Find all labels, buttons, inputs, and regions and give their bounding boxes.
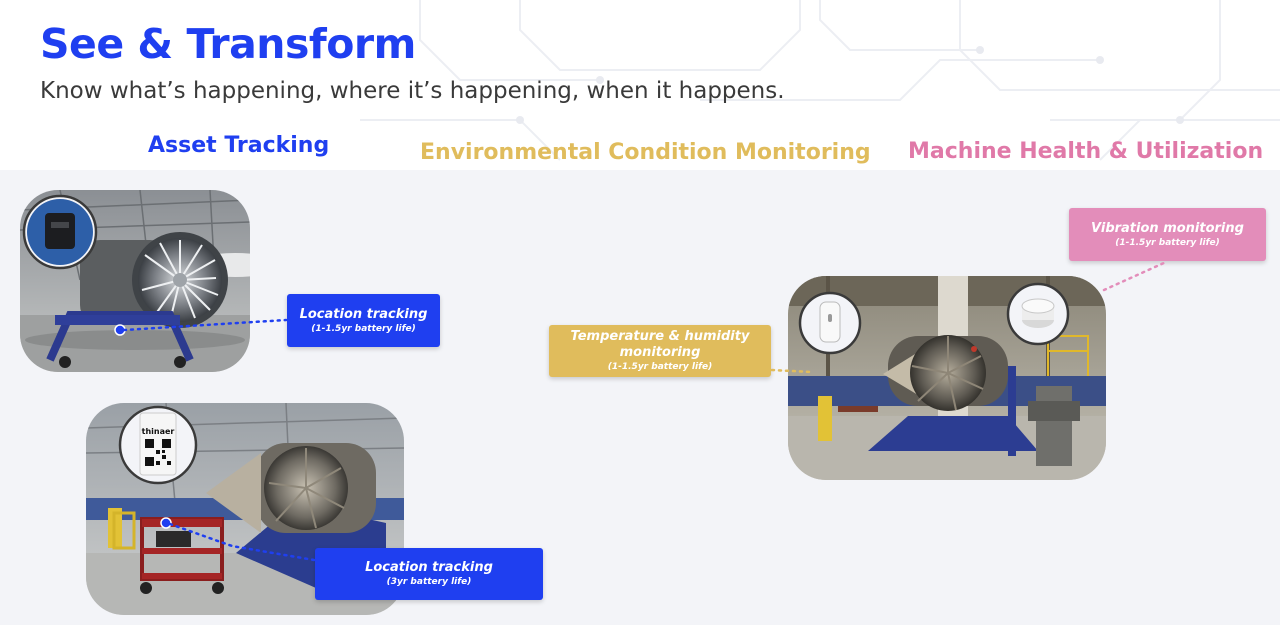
- callout-label: Temperature & humidity monitoring: [570, 329, 750, 360]
- callout-label: Location tracking: [365, 560, 493, 575]
- callout-label: Location tracking: [299, 306, 428, 322]
- callout-vibration-monitoring: Vibration monitoring (1-1.5yr battery li…: [1069, 208, 1266, 261]
- sensor-badge-icon: [45, 213, 75, 249]
- page-subtitle: Know what’s happening, where it’s happen…: [40, 78, 785, 104]
- tag-brand-text: thinaer: [142, 427, 175, 436]
- callout-temperature-humidity: Temperature & humidity monitoring (1-1.5…: [549, 325, 771, 377]
- callout-battery-life: (1-1.5yr battery life): [1115, 237, 1220, 248]
- callout-battery-life: (1-1.5yr battery life): [607, 362, 713, 372]
- callout-label: Vibration monitoring: [1091, 220, 1244, 236]
- heading-environmental-monitoring: Environmental Condition Monitoring: [420, 140, 871, 165]
- engine-sensors-photo: [788, 276, 1106, 480]
- heading-machine-health: Machine Health & Utilization: [908, 139, 1264, 164]
- page-title: See & Transform: [40, 20, 416, 68]
- engine-hangar-photo: [20, 190, 250, 372]
- heading-asset-tracking: Asset Tracking: [148, 133, 330, 158]
- callout-battery-life: (1-1.5yr battery life): [311, 323, 416, 334]
- callout-battery-life: (3yr battery life): [386, 577, 472, 587]
- callout-cart-location-tracking: Location tracking (3yr battery life): [315, 548, 543, 600]
- circuit-pattern-background: [360, 0, 1280, 161]
- callout-engine-location-tracking: Location tracking (1-1.5yr battery life): [287, 294, 440, 347]
